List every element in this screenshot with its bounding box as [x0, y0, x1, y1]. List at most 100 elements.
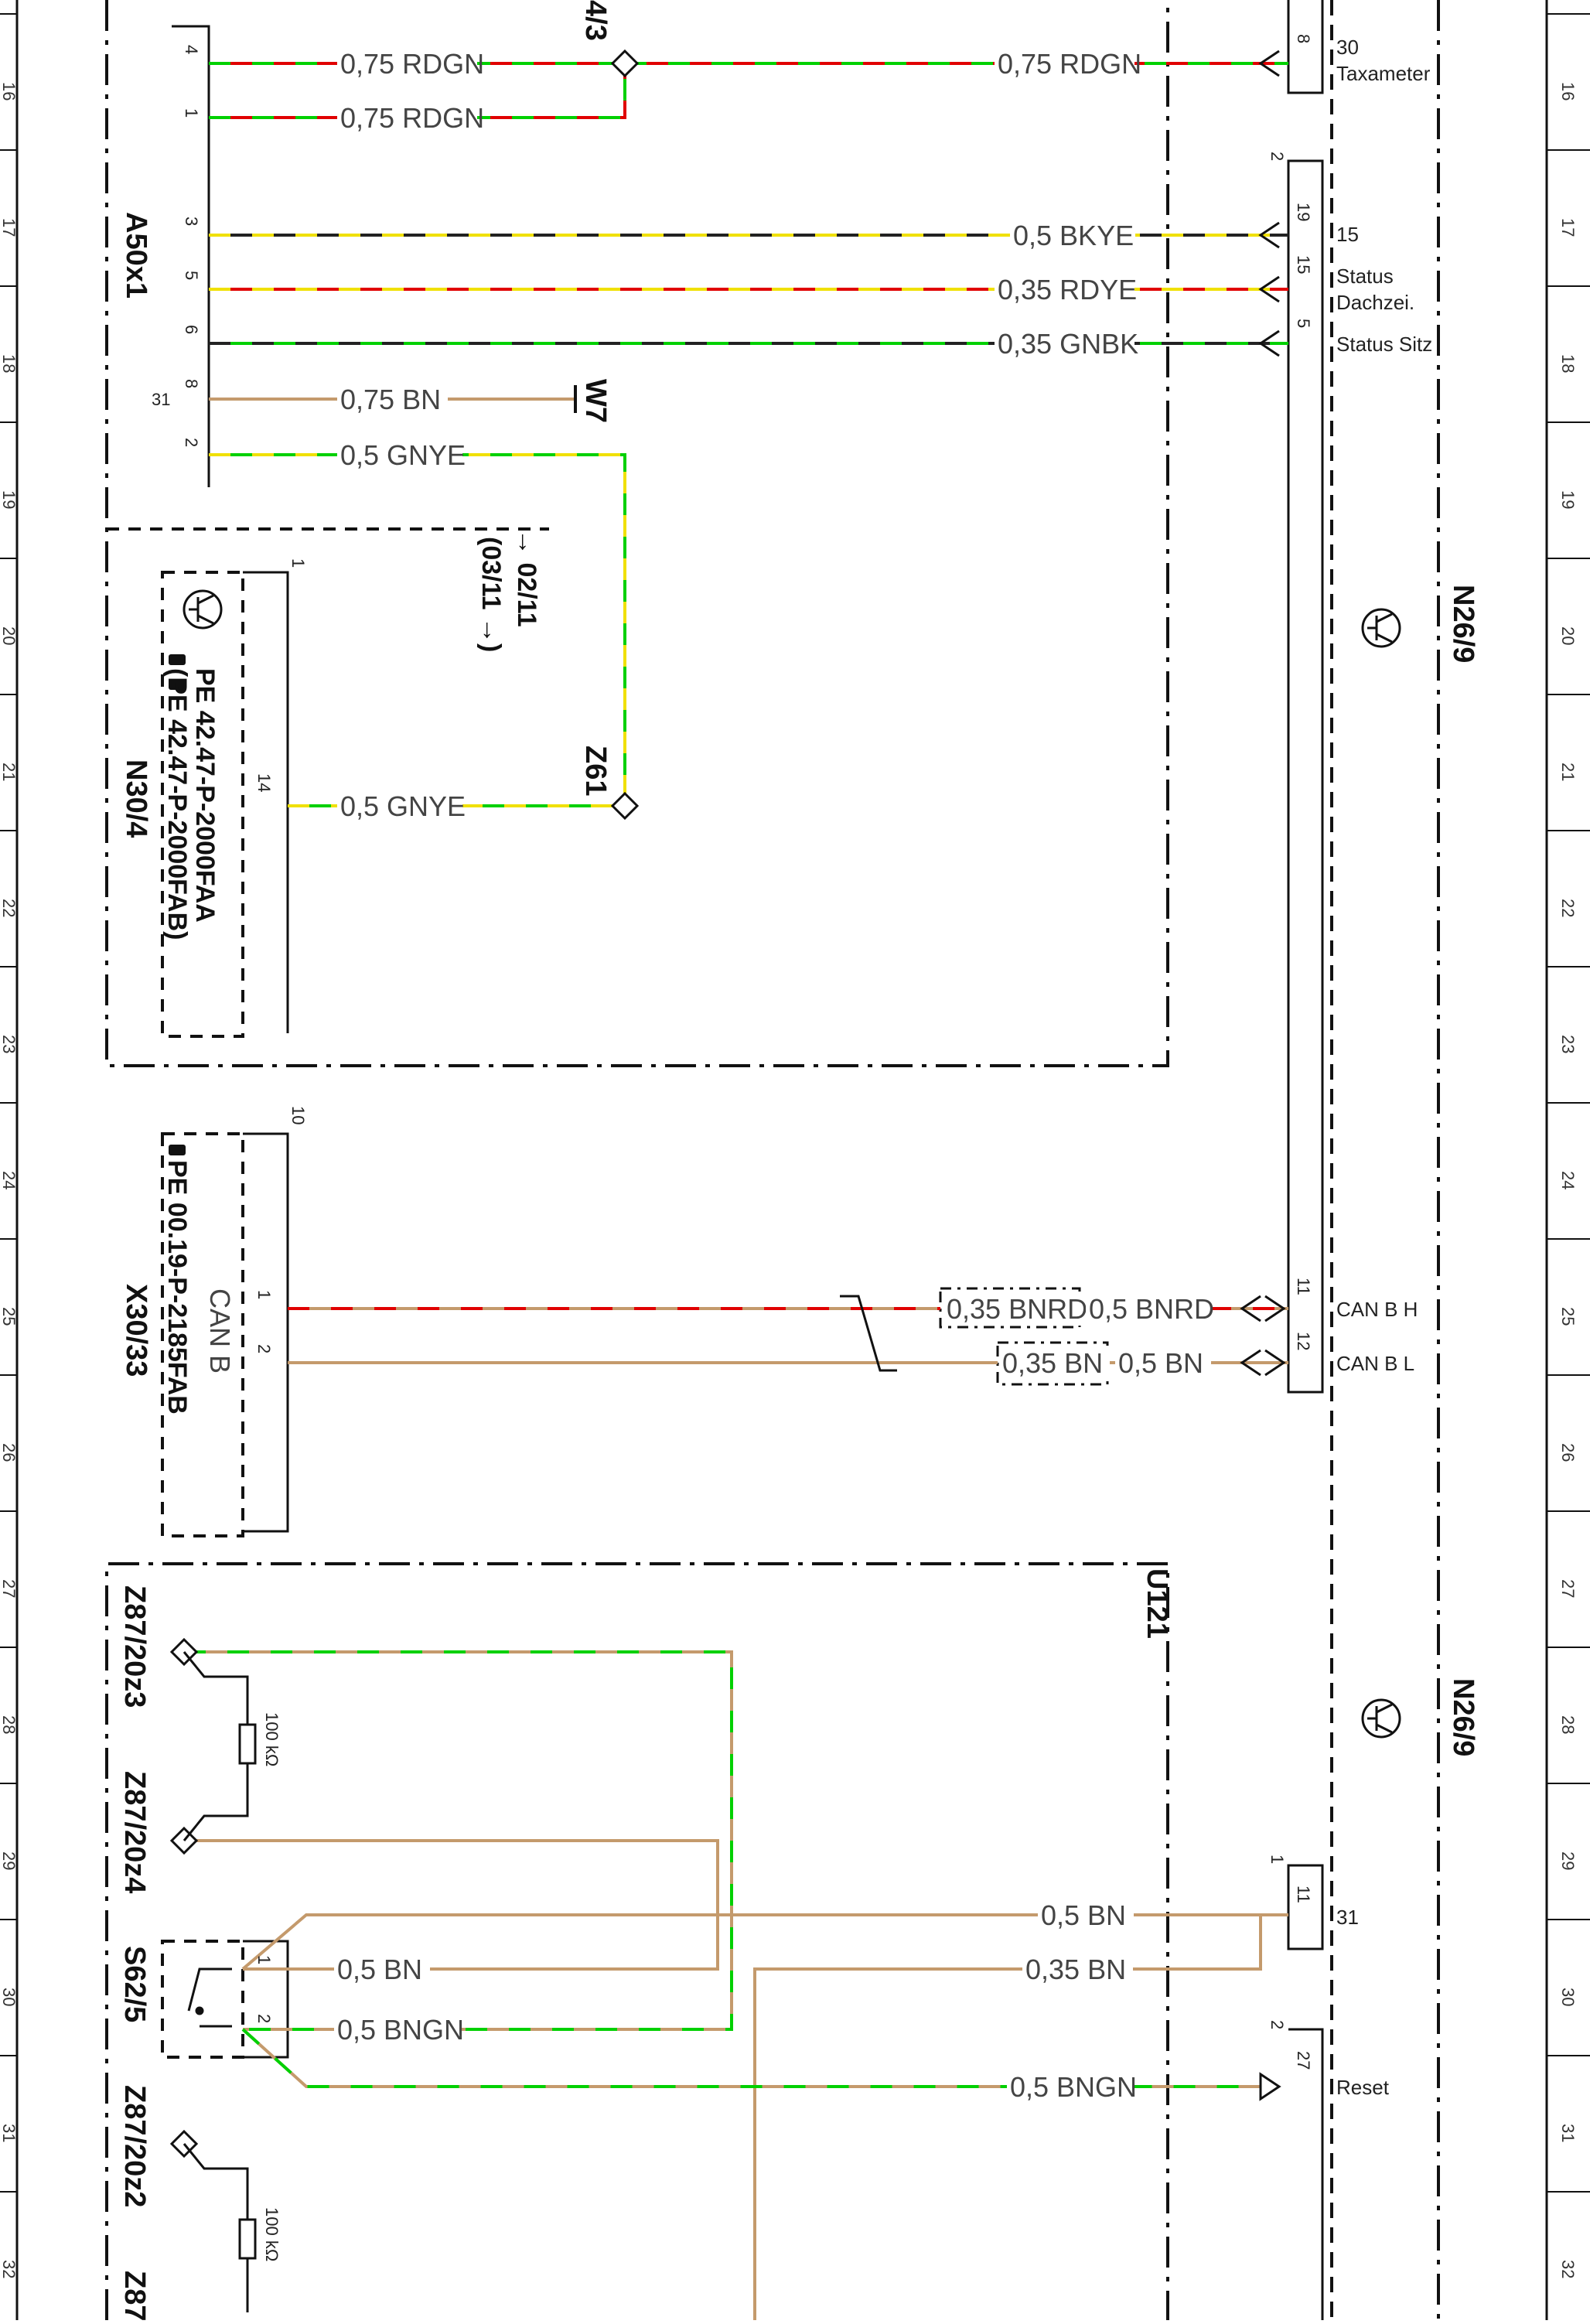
wire-segment [209, 453, 626, 806]
n26-9-low-strip [1287, 1864, 1324, 1950]
ref-date-a: → 02/11 [512, 529, 541, 627]
wire-label: 0,5 BN [1041, 1899, 1126, 1931]
wire-label-bg [334, 1952, 430, 1986]
wire-label: 0,35 BNRD [947, 1293, 1087, 1325]
ruler-number: 18 [1558, 354, 1578, 373]
label-w7: W7 [579, 379, 612, 423]
x30-33-strip [243, 1132, 289, 1533]
pin-a50-3: 3 [182, 217, 201, 226]
terminal-taxameter: Taxameter [1336, 62, 1431, 85]
ruler-number: 26 [1558, 1443, 1578, 1462]
n26-9-top-strip [1287, 0, 1324, 94]
wire-label-bg [943, 1292, 1083, 1326]
ruler-number: 30 [1558, 1988, 1578, 2006]
ruler-number: 25 [0, 1307, 19, 1326]
label-z61: Z61 [579, 746, 612, 796]
pin-n26-conn1: 1 [1268, 1855, 1287, 1864]
pin-n26-11: 11 [1294, 1278, 1313, 1295]
ruler-number: 27 [0, 1579, 19, 1598]
wire-label: 0,75 RDGN [340, 102, 484, 134]
wire-label-bg [1115, 1346, 1211, 1380]
wire-label-bg [1010, 218, 1135, 252]
wire-label: 0,5 BNRD [1089, 1293, 1214, 1325]
wire-label-bg [337, 789, 462, 823]
n26-9-boundary [1330, 0, 1440, 2320]
resistor-a-body [238, 1723, 257, 1765]
wire-segment [241, 1913, 1288, 1971]
n26-9-bottom-transistor-icon [1361, 1698, 1401, 1739]
arrow-can-l [1240, 1349, 1286, 1377]
resistor-z87-20z3-lead [183, 1651, 249, 1841]
ref-can-b: CAN B [204, 1288, 236, 1374]
label-splice-4-3: 4/3 [579, 0, 612, 41]
switch-s62-5-symbol [187, 1967, 232, 2028]
pe-hand-icon [169, 1145, 186, 1155]
wire-label: 0,5 BKYE [1013, 220, 1134, 251]
ref-pe-x30: PE 00.19-P-2185FAB [162, 1160, 192, 1415]
ruler-number: 26 [0, 1443, 19, 1462]
wire-label: 0,5 GNYE [340, 790, 466, 822]
pin-n26-12: 12 [1294, 1332, 1313, 1350]
wire-segment [184, 1839, 719, 1971]
label-x30-33: X30/33 [120, 1284, 152, 1377]
connector-arrows [1240, 49, 1286, 2101]
pin-numbers: 4 1 3 5 6 8 31 2 1 14 10 1 2 8 2 19 15 5… [152, 34, 1313, 2070]
label-z87-20z2: Z87/20z2 [118, 2085, 151, 2207]
pin-a50-4: 4 [182, 45, 201, 54]
can-splice-box-a [939, 1287, 1081, 1329]
pe-hand-icon [169, 679, 186, 690]
wire-label-bg [995, 272, 1134, 306]
n30-4-strip [243, 571, 289, 1033]
ruler-number: 21 [1558, 763, 1578, 781]
pin-x30-conn: 10 [288, 1106, 308, 1124]
pin-n26-5: 5 [1294, 319, 1313, 328]
pin-x30-2: 2 [254, 1344, 274, 1353]
n26-9-mid-strip [1287, 159, 1324, 1394]
n26-9-top-transistor-icon [1361, 608, 1401, 648]
label-z87-20z3: Z87/20z3 [118, 1585, 151, 1708]
terminal-can-b-l: CAN B L [1336, 1352, 1414, 1375]
wire-segment [241, 2028, 1261, 2088]
resistors [183, 1651, 257, 2312]
ruler-number: 24 [1558, 1171, 1578, 1189]
wire-segment [753, 1913, 1288, 2320]
can-splice-box-b [996, 1341, 1109, 1386]
reference-icons [169, 654, 186, 1155]
pin-s62-2: 2 [254, 2014, 274, 2023]
resistor-z87-20z2-lead [183, 2143, 249, 2312]
pin-n30-14: 14 [254, 773, 274, 792]
reference-texts: PE 42.47-P-2000FAA (PE 42.47-P-2000FAB) … [162, 529, 541, 2261]
pin-n26-conn2b: 2 [1268, 2020, 1287, 2029]
terminal-can-b-h: CAN B H [1336, 1298, 1418, 1321]
terminal-30: 30 [1336, 36, 1359, 59]
x30-33-box [161, 1132, 244, 1537]
wire-label: 0,75 RDGN [998, 48, 1141, 80]
wire-label: 0,35 RDYE [998, 274, 1137, 305]
ruler-number: 23 [0, 1035, 19, 1053]
label-n26-9-bottom: N26/9 [1447, 1678, 1479, 1756]
arrow-reset [1259, 2072, 1281, 2101]
wire-label-bg [337, 382, 448, 416]
terminal-reset: Reset [1336, 2076, 1390, 2099]
ref-pe-n30-b: (PE 42.47-P-2000FAB) [162, 668, 192, 940]
label-a50x1: A50x1 [120, 212, 152, 299]
wire-label: 0,35 BN [1002, 1347, 1103, 1379]
pin-s62-1: 1 [254, 1955, 274, 1964]
wire-label-bg [337, 101, 477, 135]
splice-node-4-3 [610, 49, 640, 78]
ruler-number: 30 [0, 1988, 19, 2006]
ruler-number: 16 [1558, 82, 1578, 101]
arrow-status [1258, 275, 1280, 303]
arrow-can-h [1240, 1295, 1286, 1322]
wire-label-bg [995, 326, 1134, 360]
wire-label-bg [334, 2012, 459, 2046]
wire-label-bg [999, 1346, 1110, 1380]
pin-a50-5: 5 [182, 271, 201, 280]
label-n26-9-top: N26/9 [1447, 585, 1479, 663]
pe-hand-icon [169, 654, 186, 665]
ruler-number: 28 [1558, 1715, 1578, 1734]
s62-5-strip [243, 1940, 289, 2059]
pin-n26-15: 15 [1294, 255, 1313, 274]
pin-a50-1: 1 [182, 108, 201, 118]
